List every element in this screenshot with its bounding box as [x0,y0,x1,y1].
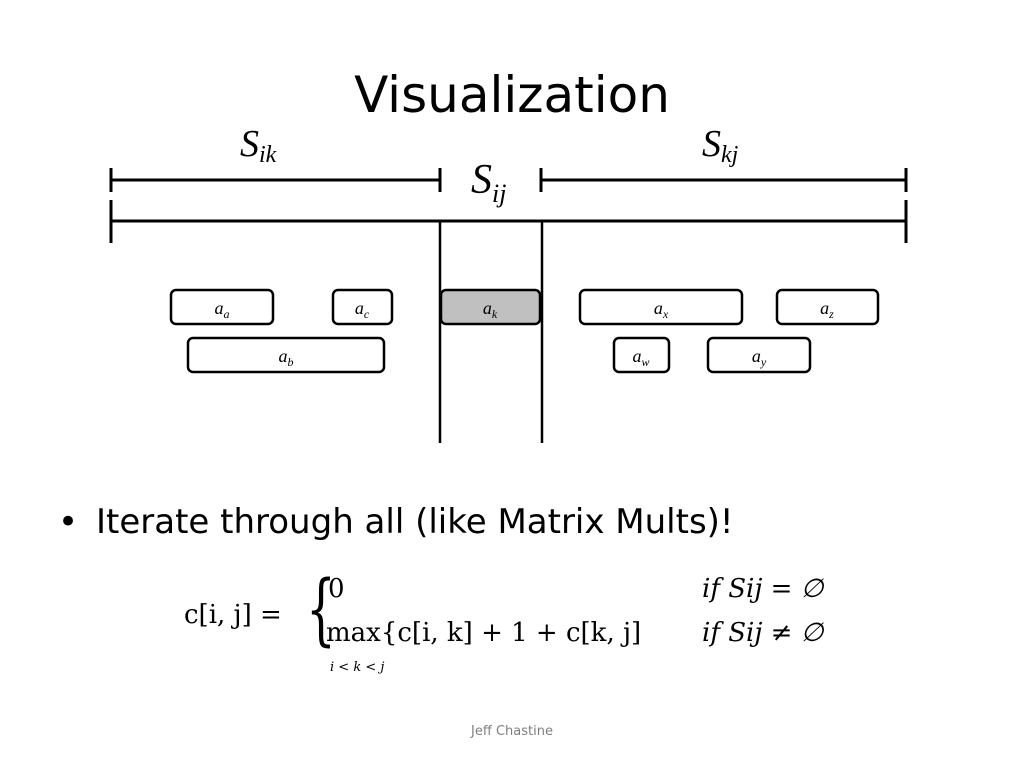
svg-text:ab: ab [279,346,294,369]
range-label-s-kj: Skj [702,123,739,168]
formula-case2-value: max{c[i, k] + 1 + c[k, j] [326,618,642,648]
range-s-kj-bracket [539,168,908,192]
svg-text:ac: ac [355,298,370,321]
interval-diagram: Sik Sij Skj aa ab ac ak ax aw ay az [109,123,908,443]
activity-a-y: ay [706,336,812,374]
svg-text:aa: aa [215,298,230,321]
formula-max-subscript: i < k < j [330,660,385,675]
range-s-ij-bracket [109,200,908,243]
formula-case1-condition: if Sij = ∅ [702,574,824,604]
range-s-ik-bracket [109,168,442,192]
svg-text:ak: ak [483,298,498,321]
recurrence-formula: c[i, j] = { 0 max{c[i, k] + 1 + c[k, j] … [0,560,1024,690]
activity-a-b: ab [186,336,386,374]
formula-lhs: c[i, j] = [184,600,282,630]
activity-a-a: aa [169,288,275,326]
activity-a-x: ax [578,288,744,326]
activity-a-z: az [775,288,880,326]
range-label-s-ij: Sij [471,157,506,208]
bullet-dot-icon: • [58,502,79,542]
activity-a-k: ak [439,288,542,326]
activity-a-c: ac [331,288,394,326]
slide-title: Visualization [354,66,670,124]
bullet-text: Iterate through all (like Matrix Mults)! [96,502,734,542]
svg-text:aw: aw [632,346,649,369]
formula-case1-value: 0 [328,574,345,604]
svg-text:az: az [820,298,834,321]
range-label-s-ik: Sik [240,123,277,168]
bullet-item: • Iterate through all (like Matrix Mults)… [58,498,734,546]
svg-text:ay: ay [752,346,767,369]
formula-case2-condition: if Sij ≠ ∅ [702,618,824,648]
activity-a-w: aw [612,336,671,374]
svg-text:ax: ax [654,298,669,321]
slide-footer: Jeff Chastine [471,724,553,739]
formula-brace: { [306,565,336,655]
